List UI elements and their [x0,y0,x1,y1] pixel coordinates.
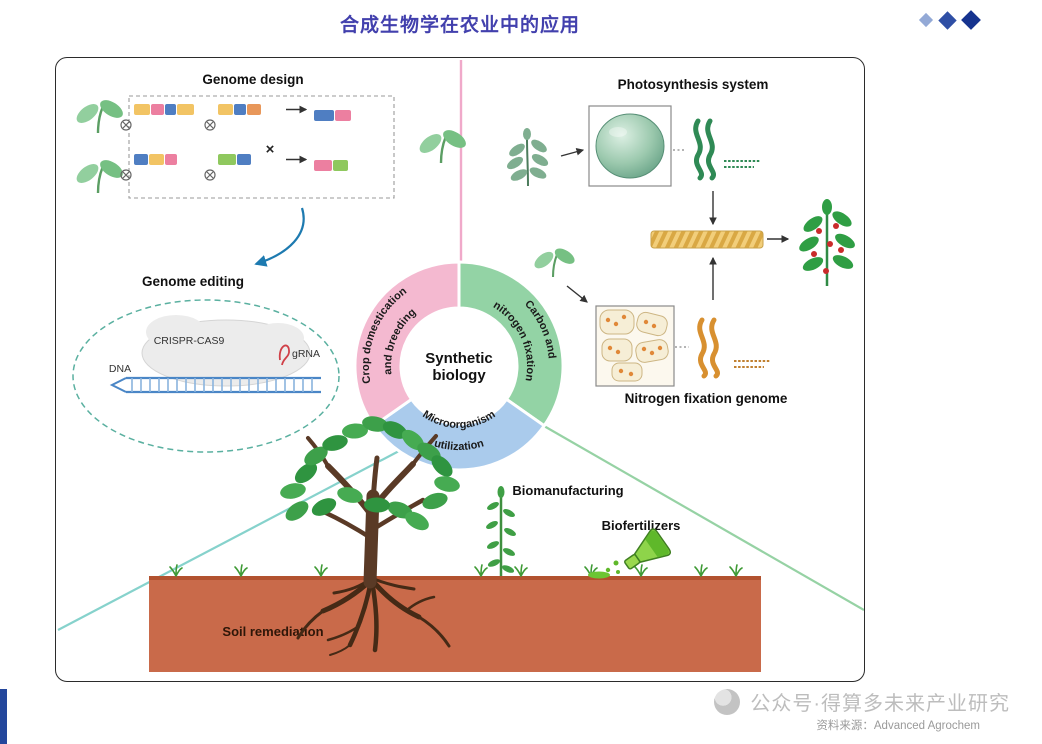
circle-cross-icon [120,119,132,131]
biomanufacturing-label: Biomanufacturing [512,483,623,498]
circle-cross-icon [204,119,216,131]
nitrogen-fixation-section: Nitrogen fixation genome [530,244,788,406]
genome-design-label: Genome design [202,72,303,87]
synthetic-biology-ring: Crop domestication and breeding Carbon a… [353,260,565,472]
watermark: 公众号·得算多未来产业研究 [714,687,1010,716]
arrow-seedling-to-cells [566,285,588,303]
page-title: 合成生物学在农业中的应用 [339,15,580,36]
soil-top-strip [149,576,761,580]
ring-segment-crop [353,260,461,428]
ring-center-title-2: biology [432,367,486,384]
photosynthesis-section: Photosynthesis system [507,77,855,300]
chloroplast-cell-icon [595,113,665,179]
green-chromosome-icon [693,118,716,181]
diamond-icon [918,12,934,28]
ring-label-micro-2: utilization [433,437,486,453]
curved-arrow-to-genome-editing [254,207,305,267]
gene-sequence-pattern [724,160,760,168]
biofertilizers-label: Biofertilizers [602,518,681,533]
grna-hairpin-icon [278,344,290,366]
diamond-icon [938,10,957,30]
genome-design-section: Genome design × [72,72,471,267]
genome-editing-section: Genome editing CRISPR-CAS9 gRNA DNA [72,274,340,453]
orange-chromosome-icon [697,317,720,379]
diagram-canvas: Genome design × Genome editing [57,60,864,672]
genome-design-box [128,95,395,199]
slide-diamond-markers [918,10,981,30]
plant-sprout-icon [72,155,128,195]
grna-label: gRNA [292,348,320,360]
ring-segment-carbon-nitrogen [457,260,565,428]
ring-segment-microorganism [371,397,547,472]
tree-leaves-icon [280,416,460,531]
dna-label: DNA [109,363,131,375]
genome-editing-ellipse [72,299,340,453]
genome-editing-label: Genome editing [142,274,244,289]
plant-sprout-icon [72,95,128,135]
cas9-protein-blob [141,315,311,387]
biofertilizer-flask-icon [588,528,671,579]
crispr-label: CRISPR-CAS9 [154,335,225,347]
watermark-logo-icon [714,688,741,715]
berry-plant-icon [799,199,855,287]
sapling-icon [486,486,516,576]
soil-section: Soil remediation [149,416,761,672]
seedling-icon [530,244,579,279]
plant-icon [507,128,549,187]
page-edge-bar [0,689,7,744]
bacteria-cells-icon [599,309,669,382]
cross-mark: × [266,141,275,158]
nitrogen-fixation-label: Nitrogen fixation genome [625,391,788,406]
dna-gene-bar-icon [650,230,764,249]
ring-center-title-1: Synthetic [425,350,493,367]
chromosome-bars-row1 [134,104,351,121]
diamond-icon [961,10,981,30]
svg-text:utilization: utilization [433,437,486,453]
cell-highlight [609,127,627,137]
photosynthesis-label: Photosynthesis system [618,77,769,92]
watermark-text: 公众号·得算多未来产业研究 [750,693,1010,715]
grass-tufts [169,564,743,577]
source-note: 资料来源：Advanced Agrochem [816,720,980,732]
arrow-plant-to-cell [560,148,585,157]
dna-ladder-icon [109,376,321,394]
soil-block [149,576,761,672]
chromosome-bars-row2 [134,154,348,171]
gene-sequence-pattern [734,360,770,368]
soil-remediation-label: Soil remediation [222,624,323,639]
circle-cross-icon [204,169,216,181]
diagram-panel: Genome design × Genome editing [55,57,865,682]
